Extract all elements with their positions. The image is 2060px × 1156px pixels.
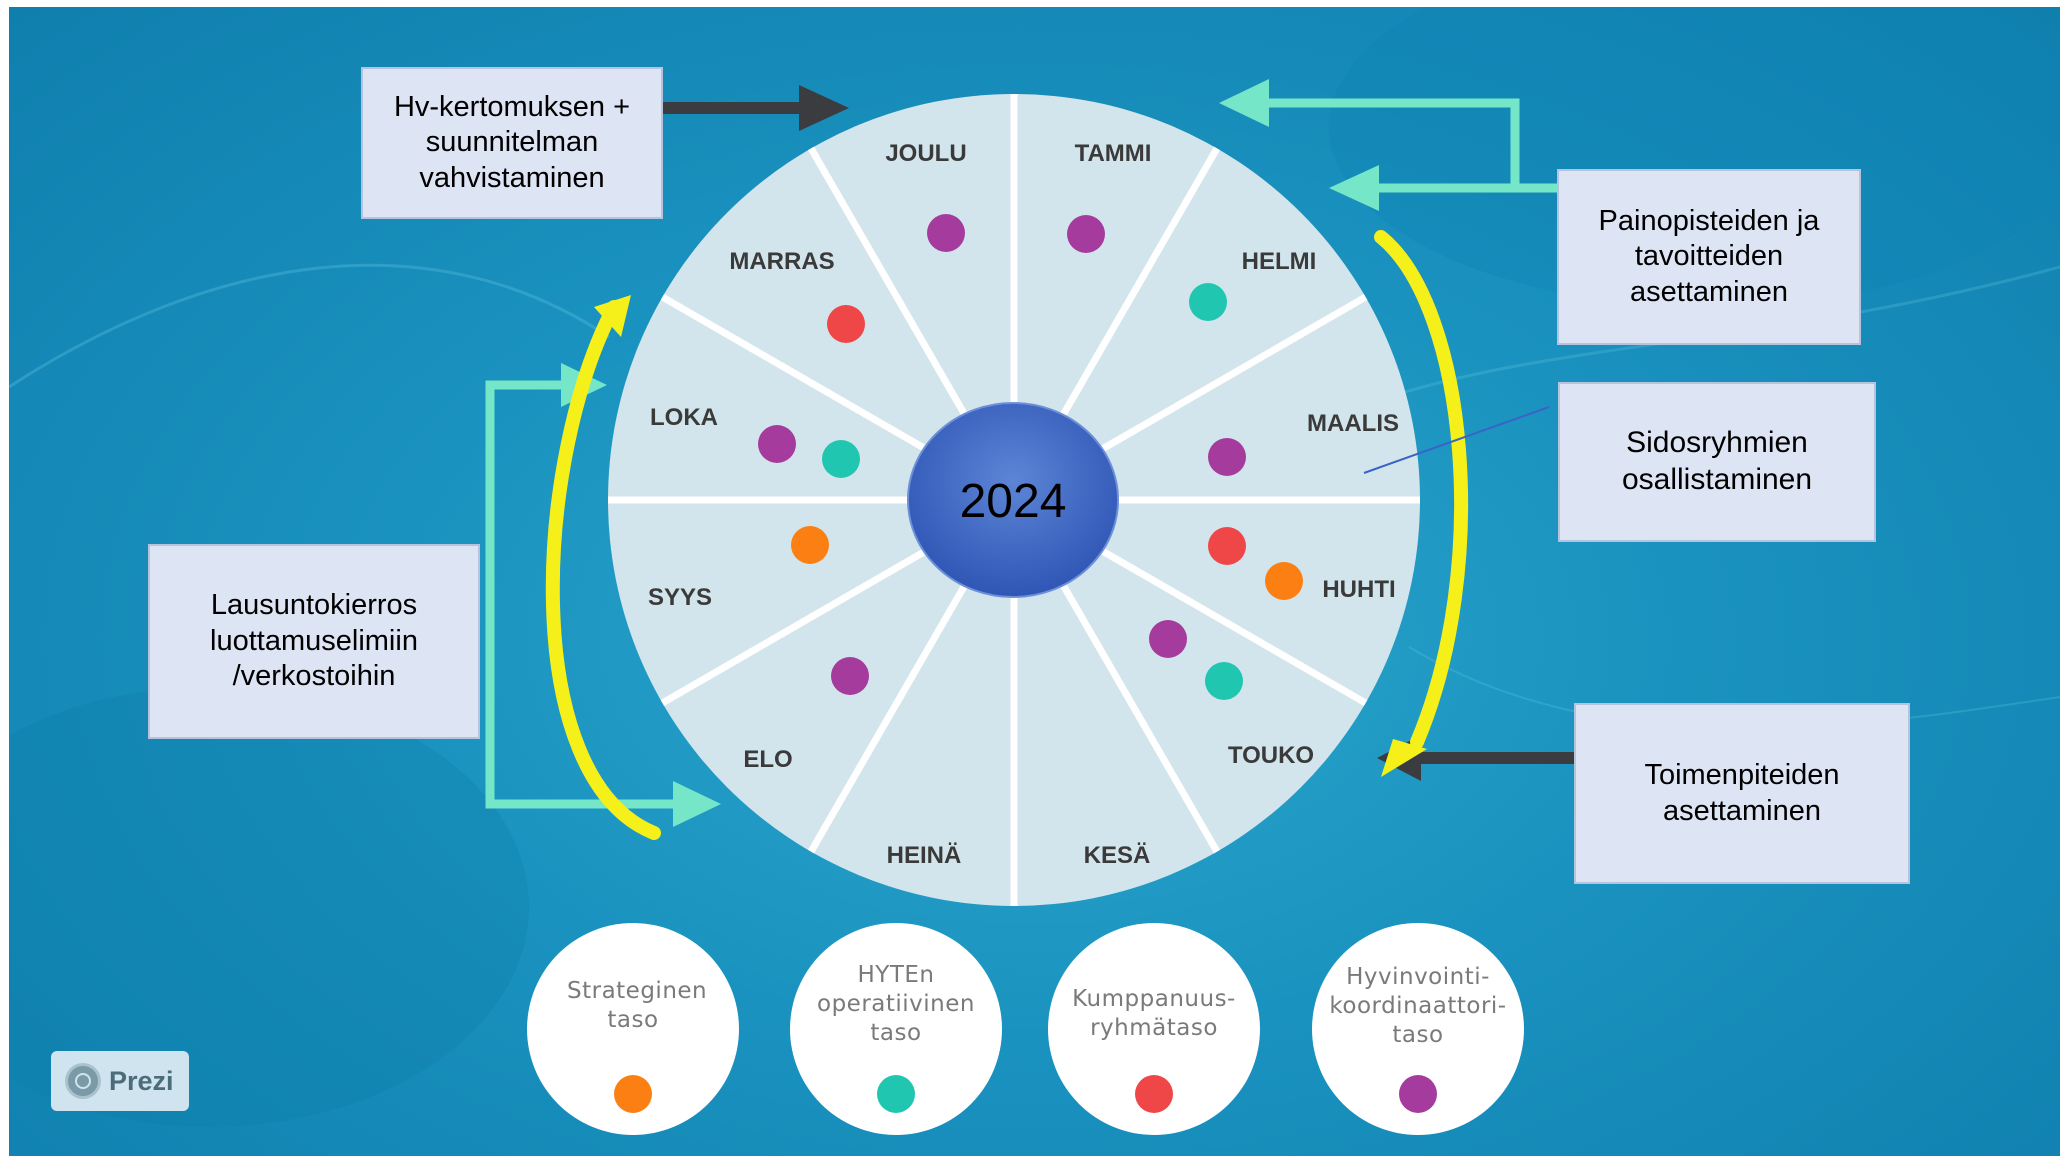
callout-sidosryhmat-text: Sidosryhmien osallistaminen <box>1621 426 1813 496</box>
level-operatiivinen: HYTEn operatiivinen taso <box>790 923 1002 1135</box>
prezi-badge[interactable]: Prezi <box>51 1051 189 1111</box>
arrow-yellow-right-head <box>1381 739 1427 777</box>
callout-hv-kertomus: Hv-kertomuksen + suunnitelman vahvistami… <box>361 67 663 219</box>
arrow-painopisteet-top <box>1257 98 1557 193</box>
level-operatiivinen-label: HYTEn operatiivinen taso <box>817 962 975 1047</box>
month-dot-operatiivinen <box>822 440 860 478</box>
arrow-painopisteet-low-head <box>1329 165 1379 211</box>
month-dot-koordinaattori <box>1208 438 1246 476</box>
level-koordinaattori-label: Hyvinvointi-koordinaattori-taso <box>1329 964 1507 1049</box>
wheel: JOULU TAMMI HELMI MAALIS HUHTI TOUKO KESÄ HEINÄ… <box>608 94 1420 906</box>
month-dot-koordinaattori <box>1067 215 1105 253</box>
month-label-2: HELMI <box>1242 248 1317 275</box>
level-koordinaattori-dot <box>1399 1075 1437 1113</box>
process-arrows <box>485 79 1574 840</box>
slide-canvas: JOULU TAMMI HELMI MAALIS HUHTI TOUKO KESÄ HEINÄ… <box>9 7 2060 1156</box>
level-strateginen-dot <box>614 1075 652 1113</box>
month-dot-kumppanuus <box>1208 527 1246 565</box>
callout-toimenpiteet: Toimenpiteiden asettaminen <box>1574 703 1910 884</box>
level-operatiivinen-dot <box>877 1075 915 1113</box>
level-strateginen-label: Strateginen taso <box>567 978 708 1034</box>
level-kumppanuus: Kumppanuus-ryhmätaso <box>1048 923 1260 1135</box>
month-label-5: TOUKO <box>1228 742 1314 769</box>
callout-lausuntokierros-text: Lausuntokierros luottamuselimiin /verkos… <box>210 589 418 693</box>
arrow-yellow-right <box>1374 230 1469 749</box>
sidosryhmat-connector <box>1363 406 1550 474</box>
month-label-6: KESÄ <box>1084 842 1151 869</box>
month-dot-operatiivinen <box>1189 283 1227 321</box>
month-dot-operatiivinen <box>1205 662 1243 700</box>
month-label-10: LOKA <box>650 404 718 431</box>
prezi-logo-icon <box>65 1063 101 1099</box>
month-dot-koordinaattori <box>758 425 796 463</box>
callout-hv-kertomus-text: Hv-kertomuksen + suunnitelman vahvistami… <box>393 90 631 194</box>
callout-lausuntokierros: Lausuntokierros luottamuselimiin /verkos… <box>148 544 480 739</box>
background-swirls <box>9 7 2060 1127</box>
callout-painopisteet-text: Painopisteiden ja tavoitteiden asettamin… <box>1598 204 1820 308</box>
month-dot-strateginen <box>1265 562 1303 600</box>
month-dot-strateginen <box>791 526 829 564</box>
prezi-label: Prezi <box>109 1065 174 1096</box>
callout-toimenpiteet-text: Toimenpiteiden asettaminen <box>1644 759 1840 827</box>
month-label-8: ELO <box>743 746 792 773</box>
arrow-hv-head <box>799 85 849 131</box>
arrow-lausunto-low-head <box>673 781 721 827</box>
month-label-9: SYYS <box>648 584 712 611</box>
annual-wheel-diagram: JOULU TAMMI HELMI MAALIS HUHTI TOUKO KESÄ HEINÄ… <box>485 79 1574 906</box>
month-dot-koordinaattori <box>1149 620 1187 658</box>
month-dot-koordinaattori <box>831 657 869 695</box>
level-kumppanuus-dot <box>1135 1075 1173 1113</box>
month-dot-koordinaattori <box>927 214 965 252</box>
level-koordinaattori: Hyvinvointi-koordinaattori-taso <box>1312 923 1524 1135</box>
month-label-3: MAALIS <box>1307 410 1399 437</box>
month-label-4: HUHTI <box>1322 576 1395 603</box>
callout-painopisteet: Painopisteiden ja tavoitteiden asettamin… <box>1557 169 1861 345</box>
arrow-yellow-left-head <box>594 295 631 337</box>
month-label-7: HEINÄ <box>887 842 962 869</box>
arrow-yellow-left <box>545 300 661 840</box>
arrow-painopisteet-top-head <box>1219 79 1269 127</box>
level-kumppanuus-label: Kumppanuus-ryhmätaso <box>1072 986 1236 1042</box>
level-strateginen: Strateginen taso <box>527 923 739 1135</box>
month-label-11: MARRAS <box>729 248 834 275</box>
arrow-lausunto-top <box>485 380 569 612</box>
month-label-1: TAMMI <box>1075 140 1152 167</box>
callout-sidosryhmat: Sidosryhmien osallistaminen <box>1558 382 1876 542</box>
month-label-0: JOULU <box>885 140 966 167</box>
month-dots <box>758 214 1303 700</box>
month-dot-kumppanuus <box>827 305 865 343</box>
year-center-circle <box>907 402 1119 598</box>
year-label: 2024 <box>960 475 1067 528</box>
